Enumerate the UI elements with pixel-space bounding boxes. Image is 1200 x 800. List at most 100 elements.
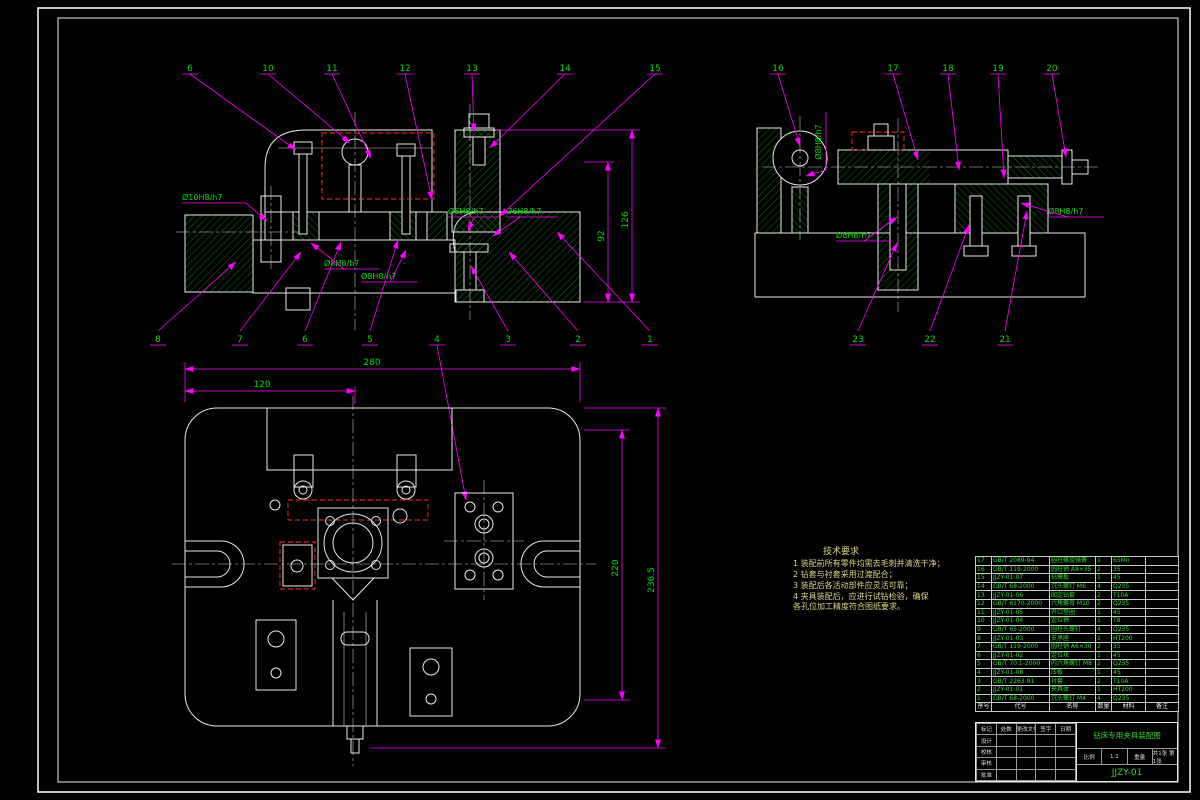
callout-number: 23: [852, 335, 863, 345]
bom-cell-remark: [1145, 616, 1179, 626]
bom-header-no: 序号: [975, 702, 992, 712]
dim-280: 280: [363, 358, 380, 368]
bom-row: 13 JJZY-01-06 固定钻套 2 T10A: [975, 590, 1179, 600]
bom-cell-qty: 2: [1095, 564, 1112, 575]
callout-number: 13: [466, 64, 477, 74]
bom-cell-no: 12: [975, 598, 992, 609]
bom-cell-no: 7: [975, 641, 992, 652]
dim-92: 92: [597, 230, 607, 241]
bom-cell-remark: [1145, 581, 1179, 592]
title-block: 标记 处数 更改文件号 签字 日期 设计: [975, 722, 1178, 782]
bom-cell-no: 5: [975, 659, 992, 669]
bom-row: 8 JJZY-01-03 支承座 1 HT200: [975, 633, 1179, 643]
bom-header-qty: 数量: [1095, 702, 1112, 712]
bom-row: 15 JJZY-01-07 钻模板 1 45: [975, 573, 1179, 583]
fit-label: Ø8H8/h7: [361, 271, 396, 281]
bom-cell-code: GB/T 119-2000: [991, 641, 1050, 652]
bom-cell-material: 45: [1111, 573, 1146, 583]
side-base: [754, 232, 1086, 298]
plan-dimensions: 280 120 220 236.5: [184, 358, 666, 749]
bolt-head: [396, 143, 416, 157]
bom-cell-name: 衬套: [1049, 676, 1096, 686]
hidden-outline: [851, 131, 905, 151]
bom-row: 3 GB/T 2263-91 衬套 2 T10A: [975, 676, 1179, 686]
drawing-frame: [37, 7, 1191, 793]
bom-cell-qty: 1: [1095, 667, 1112, 678]
bom-cell-no: 3: [975, 676, 992, 686]
title-block-cell: [1015, 768, 1037, 782]
bom-cell-qty: 2: [1095, 659, 1112, 669]
tech-requirement-line: 4 夹具装配后，应进行试钻检验，确保: [793, 591, 929, 601]
bom-cell-material: 35: [1111, 564, 1146, 575]
callout-number: 22: [924, 335, 935, 345]
foot-block: [285, 287, 311, 311]
bom-cell-name: 开口垫圈: [1049, 607, 1096, 618]
title-block-cell: [1055, 734, 1076, 747]
dim-220: 220: [611, 559, 621, 576]
title-block-cell: 校核: [976, 745, 997, 759]
title-block-row: 标记 处数 更改文件号 签字 日期: [976, 722, 1076, 736]
bom-row: 9 GB/T 65-2000 圆柱头螺钉 4 Q235: [975, 624, 1179, 635]
bom-header-name: 名称: [1049, 702, 1096, 712]
front-fit-labels: Ø10H8/h7 Ø8H8/h7 Ø8H8/h7 Ø6H8/h7 Ø6H8/h7: [182, 192, 558, 283]
bom-rows: 17 GB/T 2089-94 圆柱螺旋弹簧 1 65Mn 16 GB/T 11…: [975, 556, 1179, 704]
title-block-cell: 批准: [976, 768, 997, 782]
tech-requirements: 技术要求 1 装配前所有零件均需去毛刺并清洗干净；2 钻套与衬套采用过渡配合；3…: [793, 546, 971, 613]
bom-cell-remark: [1145, 667, 1179, 678]
drawing-title: 钻床专用夹具装配图: [1077, 723, 1177, 749]
bom-cell-code: JJZY-01-03: [991, 633, 1050, 643]
bom-cell-material: HT200: [1111, 684, 1146, 695]
bom-cell-qty: 2: [1095, 641, 1112, 652]
bom-cell-code: GB/T 6170-2000: [991, 598, 1050, 609]
fit-label: Ø8H8/h7: [324, 258, 359, 268]
bom-row: 2 JJZY-01-01 夹具体 1 HT200: [975, 684, 1179, 695]
drawing-number: JJZY-01: [1111, 768, 1143, 778]
bom-cell-qty: 1: [1095, 633, 1112, 643]
bom-cell-material: 45: [1111, 650, 1146, 661]
bom-cell-remark: [1145, 659, 1179, 669]
title-block-cell: [1015, 745, 1037, 759]
bom-cell-no: 17: [975, 556, 992, 566]
title-block-cell: [995, 745, 1017, 759]
callouts-side-bottom: 23 22 21: [850, 210, 1029, 346]
bom-cell-qty: 1: [1095, 650, 1112, 661]
bom-cell-remark: [1145, 641, 1179, 652]
bom-cell-name: 钻模板: [1049, 573, 1096, 583]
bom-cell-material: HT200: [1111, 633, 1146, 643]
bom-cell-qty: 1: [1095, 684, 1112, 695]
bom-cell-qty: 4: [1095, 624, 1112, 635]
top-bolt-head: [468, 113, 490, 129]
title-block-row: 校核: [976, 745, 1076, 759]
callout-number: 21: [999, 335, 1010, 345]
title-block-main: 钻床专用夹具装配图 比例 1:1 重量 共1张 第1张 JJZY-01: [1077, 723, 1177, 781]
bom-cell-remark: [1145, 624, 1179, 635]
bom-cell-no: 1: [975, 693, 992, 704]
callout-number: 2: [575, 335, 581, 345]
bom-cell-code: JJZY-01-02: [991, 650, 1050, 661]
bom-cell-material: 45: [1111, 607, 1146, 618]
title-block-cell: 更改文件号: [1015, 722, 1037, 736]
bom-row: 1 GB/T 68-2000 沉头螺钉 M4 4 Q235: [975, 693, 1179, 704]
bom-cell-name: 压板: [1049, 667, 1096, 678]
fit-label: Ø6H8/h7: [448, 206, 483, 216]
title-block-row: 设计: [976, 734, 1076, 747]
bom-cell-name: 定位销: [1049, 616, 1096, 626]
title-block-cell: 审核: [976, 757, 997, 770]
title-block-cell: 日期: [1055, 722, 1076, 736]
bom-cell-material: T10A: [1111, 590, 1146, 600]
bom-cell-code: GB/T 68-2000: [991, 693, 1050, 704]
title-block-cell: [1015, 734, 1037, 747]
fit-label: Ø8H8/h7: [1048, 206, 1083, 216]
bom-cell-material: Q235: [1111, 581, 1146, 592]
bom-cell-material: T8: [1111, 616, 1146, 626]
bom-cell-material: Q235: [1111, 693, 1146, 704]
bom-cell-name: 夹具体: [1049, 684, 1096, 695]
title-block-signatures: 标记 处数 更改文件号 签字 日期 设计: [976, 722, 1077, 782]
fit-label: Ø8H8/h7: [813, 124, 823, 159]
callout-number: 7: [237, 335, 243, 345]
bom-cell-remark: [1145, 650, 1179, 661]
title-block-cell: [1035, 768, 1057, 782]
bom-row: 5 GB/T 70.1-2000 内六角螺钉 M8 2 Q235: [975, 659, 1179, 669]
bom-cell-material: T10A: [1111, 676, 1146, 686]
